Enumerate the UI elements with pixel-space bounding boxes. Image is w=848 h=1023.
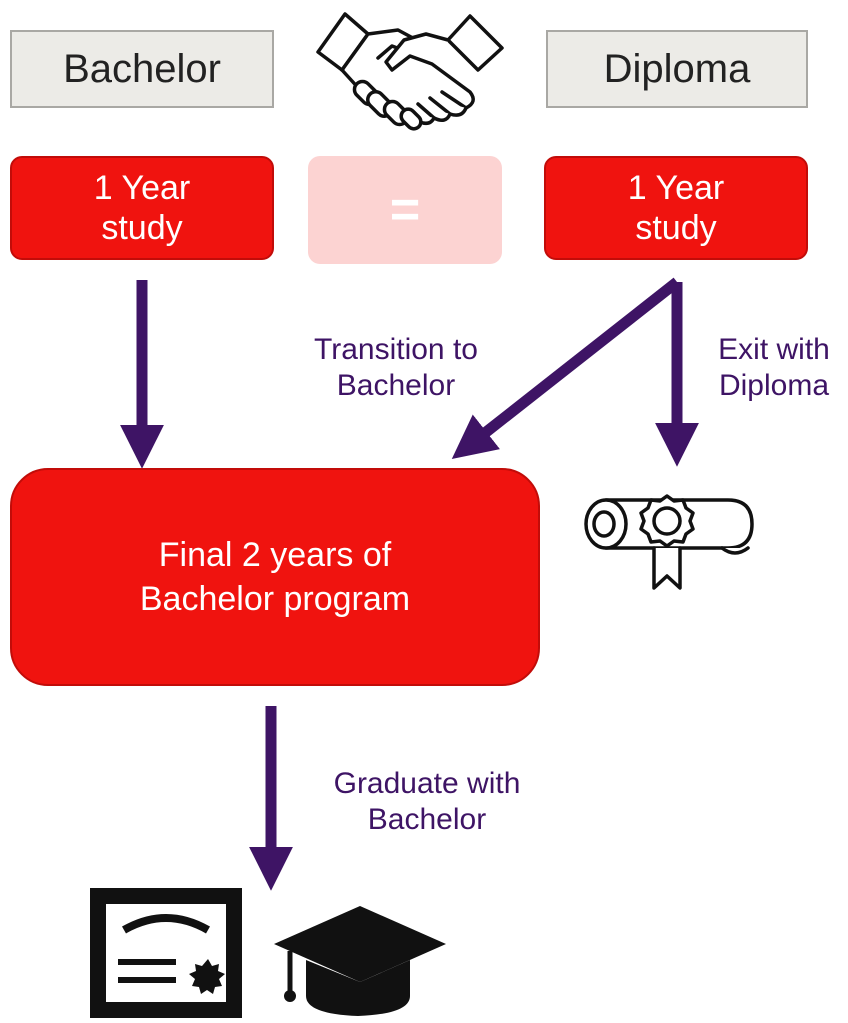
graduate-label-line-2: Bachelor: [367, 803, 487, 836]
exit-label-line-2: Diploma: [718, 369, 830, 402]
final-program-box: Final 2 years of Bachelor program: [10, 468, 540, 686]
diploma-first-year-box: 1 Year study: [544, 156, 808, 260]
final-program-line-2: Bachelor program: [139, 580, 411, 618]
diploma-header-label: Diploma: [603, 46, 751, 91]
transition-label: Transition to Bachelor: [290, 332, 502, 404]
diploma-first-year-line-2: study: [635, 209, 717, 247]
bachelor-first-year-line-1: 1 Year: [93, 169, 191, 207]
graduate-label-line-1: Graduate with: [333, 767, 521, 800]
exit-label-line-1: Exit with: [718, 333, 830, 366]
arrow-transition: [451, 277, 681, 460]
bachelor-first-year-box: 1 Year study: [10, 156, 274, 260]
diploma-header: Diploma: [546, 30, 808, 108]
bachelor-first-year-line-2: study: [101, 209, 183, 247]
equals-symbol: =: [389, 181, 421, 239]
bachelor-header: Bachelor: [10, 30, 274, 108]
final-program-line-1: Final 2 years of: [158, 536, 392, 574]
bachelor-header-label: Bachelor: [63, 46, 221, 91]
transition-label-line-1: Transition to: [314, 333, 478, 366]
graduate-label: Graduate with Bachelor: [302, 766, 552, 838]
equals-box: =: [308, 156, 502, 264]
diploma-first-year-line-1: 1 Year: [627, 169, 725, 207]
exit-label: Exit with Diploma: [700, 332, 848, 404]
transition-label-line-2: Bachelor: [336, 369, 456, 402]
